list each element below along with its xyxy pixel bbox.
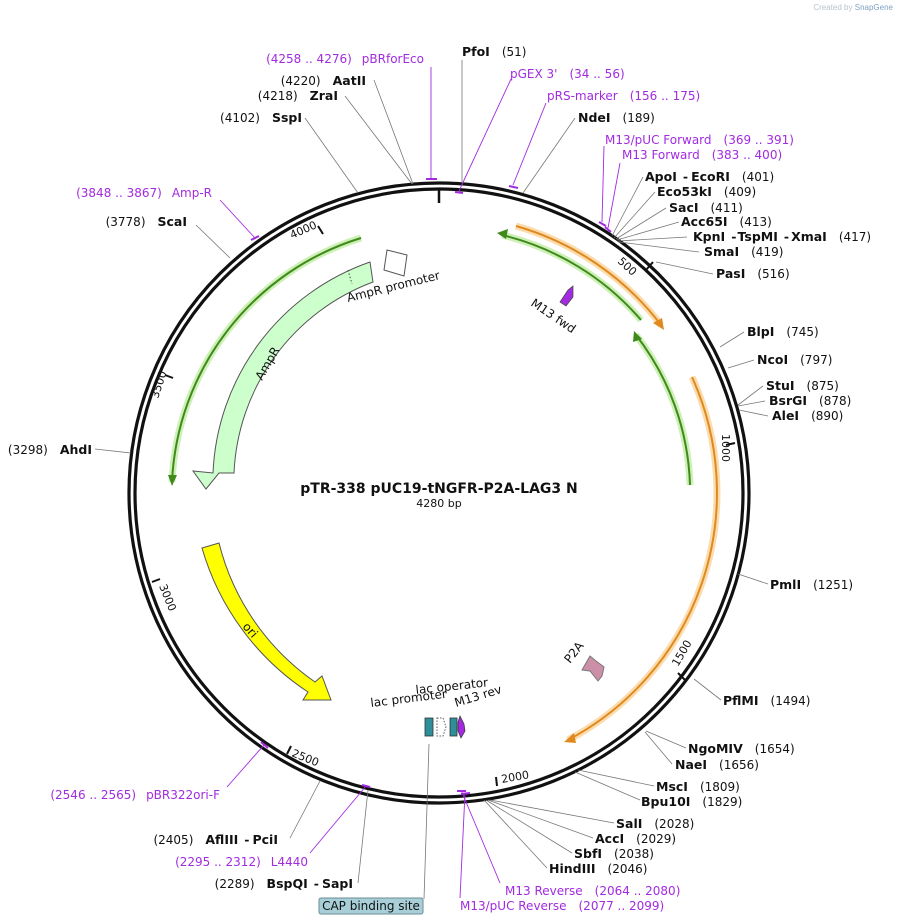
site-bsrgi: BsrGI(878) — [769, 393, 851, 408]
site-pmli: PmlI(1251) — [770, 577, 853, 592]
p2a-arrow — [581, 655, 605, 682]
plasmid-name: pTR-338 pUC19-tNGFR-P2A-LAG3 N — [300, 481, 578, 497]
orf-arc — [515, 225, 662, 326]
site-ngomiv: NgoMIV(1654) — [688, 741, 795, 756]
p2a-label: P2A — [561, 638, 587, 665]
site-apoi-ecori: ApoI-EcoRI(401) — [645, 169, 774, 184]
ampr-arrow — [191, 261, 374, 490]
backbone-outer — [127, 181, 751, 805]
primer-m13-puc-reverse: M13/pUC Reverse(2077 .. 2099) — [460, 899, 664, 913]
primer-m13-reverse: M13 Reverse(2064 .. 2080) — [505, 884, 680, 898]
primer-pbrforeco: (4258 .. 4276)pBRforEco — [266, 52, 424, 66]
site-bpu10i: Bpu10I(1829) — [641, 794, 742, 809]
site-acci: AccI(2029) — [595, 831, 676, 846]
site-kpni-tspmi-xmai: KpnI-TspMI-XmaI(417) — [693, 229, 871, 244]
site-alei: AleI(890) — [772, 408, 843, 423]
site-stui: StuI(875) — [766, 378, 839, 393]
site-scai: (3778)ScaI — [106, 214, 187, 229]
primer-amp-r: (3848 .. 3867)Amp-R — [76, 186, 212, 200]
snapgene-watermark: Created by SnapGene — [813, 3, 893, 12]
site-ncoi: NcoI(797) — [757, 352, 832, 367]
primer-leaders — [219, 67, 621, 899]
primer-pbr322ori-f: (2546 .. 2565)pBR322ori-F — [50, 788, 220, 802]
primer-prs-marker: pRS-marker(156 .. 175) — [547, 89, 700, 103]
orf2-arc-head — [564, 733, 576, 743]
site-aatii: (4220)AatII — [281, 73, 366, 88]
m13-fwd-label: M13 fwd — [528, 296, 578, 336]
backbone-inner — [133, 187, 745, 799]
primer-m13-forward: M13 Forward(383 .. 400) — [622, 148, 782, 162]
site-leaders — [94, 60, 769, 884]
snapgene-logo: SnapGene — [854, 3, 893, 12]
m13-fwd-arrow — [559, 285, 574, 307]
site-sali: SalI(2028) — [616, 816, 694, 831]
primer-l4440: (2295 .. 2312)L4440 — [175, 855, 308, 869]
site-zrai: (4218)ZraI — [258, 88, 338, 103]
green-arc-left-head — [168, 475, 177, 486]
tick-2000: 2000 — [500, 768, 530, 786]
site-naei: NaeI(1656) — [675, 757, 759, 772]
ampr-dotted — [347, 269, 353, 285]
lac-operator-box — [436, 717, 447, 737]
tick-500: 500 — [615, 255, 639, 279]
plasmid-length: 4280 bp — [416, 497, 461, 510]
lac-promoter-box — [424, 717, 434, 737]
tick-3000: 3000 — [156, 582, 179, 613]
site-smai: SmaI(419) — [704, 244, 783, 259]
primer-pgex3: pGEX 3'(34 .. 56) — [510, 67, 625, 81]
ampr-promoter-arrow — [383, 249, 408, 277]
m13-rev-arrow — [457, 715, 466, 739]
orf2-arc-glow — [566, 375, 721, 744]
site-afliii-pcii: (2405)AflIII-PciI — [153, 832, 278, 847]
green-arc-top-head — [497, 229, 508, 239]
cap-binding-site-label: CAP binding site — [322, 899, 420, 913]
site-blpi: BlpI(745) — [747, 324, 819, 339]
orf2-arc — [567, 376, 718, 741]
ruler-ticks — [151, 225, 736, 787]
tick-1000: 1000 — [719, 434, 732, 462]
site-saci: SacI(411) — [669, 200, 743, 215]
green-arc-right-glow — [633, 332, 694, 486]
site-acc65i: Acc65I(413) — [681, 214, 772, 229]
site-pasi: PasI(516) — [716, 266, 790, 281]
site-pfoi: PfoI(51) — [462, 44, 526, 59]
cap-leader — [423, 743, 430, 900]
green-arc-top — [501, 234, 642, 321]
orf-arc-head — [653, 318, 664, 330]
green-arc-right — [635, 334, 691, 486]
green-arc-left — [171, 237, 362, 483]
site-eco53ki: Eco53kI(409) — [657, 184, 756, 199]
site-ahdi: (3298)AhdI — [8, 442, 92, 457]
site-msci: MscI(1809) — [656, 779, 740, 794]
green-arc-right-head — [633, 331, 642, 342]
site-sbfi: SbfI(2038) — [574, 846, 654, 861]
site-bspqi-sapi: (2289)BspQI-SapI — [215, 876, 353, 891]
ori-arrow — [201, 542, 332, 701]
site-ndei: NdeI(189) — [578, 110, 655, 125]
cap-binding-site-box — [318, 897, 424, 915]
site-hindiii: HindIII(2046) — [549, 861, 647, 876]
lac-promoter-box-2 — [449, 717, 458, 737]
site-pflmi: PflMI(1494) — [723, 693, 810, 708]
site-sspi: (4102)SspI — [220, 110, 302, 125]
primer-m13-puc-forward: M13/pUC Forward(369 .. 391) — [605, 133, 794, 147]
tick-4000: 4000 — [288, 218, 319, 241]
